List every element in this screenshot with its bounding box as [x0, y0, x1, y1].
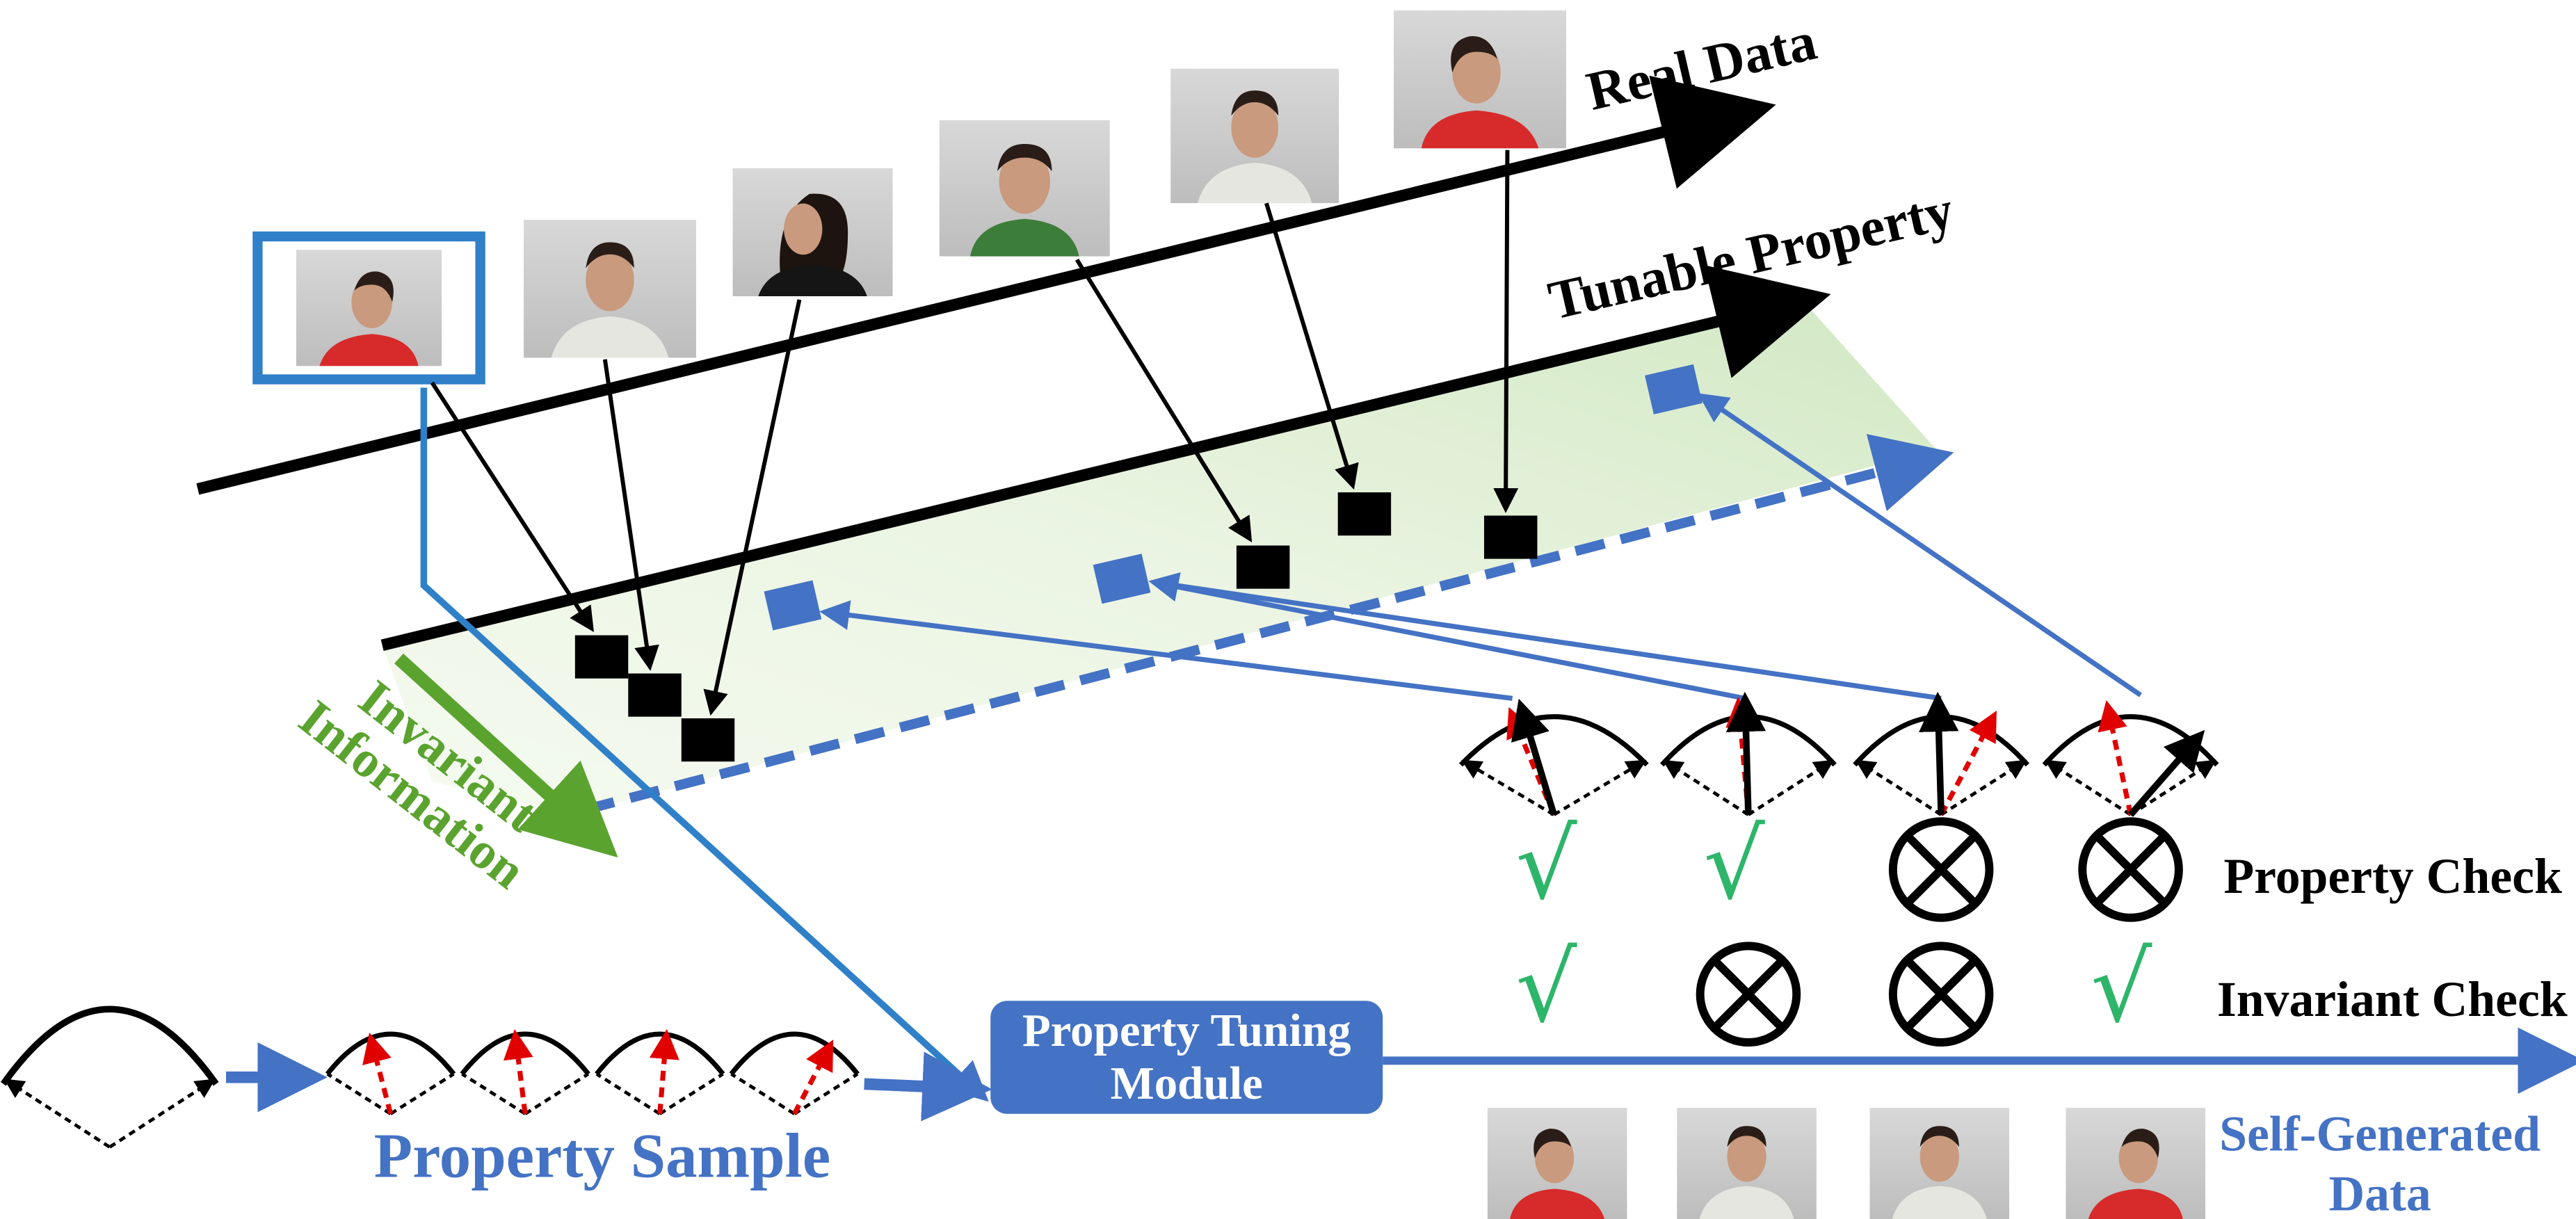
module-label-line1: Property Tuning — [1022, 1005, 1351, 1056]
sampled-gauge-icon — [729, 1031, 860, 1115]
crossed-circle-icon — [1888, 817, 1994, 922]
crossed-circle-icon — [1696, 942, 1801, 1047]
real-sample-marker — [1483, 515, 1538, 559]
check-mark-icon: √ — [1703, 808, 1765, 921]
gauge-icon — [2042, 700, 2219, 817]
face-photo-icon — [1170, 68, 1339, 204]
face-photo-icon — [2066, 1108, 2206, 1219]
real-data-label: Real Data — [1581, 11, 1822, 122]
sampled-gauge-icon — [460, 1028, 590, 1115]
real-sample-marker — [574, 635, 629, 679]
gauge-icon — [1853, 691, 2030, 816]
real-sample-marker — [1337, 492, 1392, 536]
self-generated-label-line1: Self-Generated — [2219, 1106, 2541, 1161]
selected-photo-frame — [252, 231, 485, 385]
real-sample-marker — [681, 718, 735, 762]
input-path-line — [420, 387, 989, 1102]
property-sample-label: Property Sample — [374, 1121, 831, 1191]
face-photo-icon — [1487, 1108, 1627, 1219]
face-photo-icon — [732, 168, 893, 297]
face-photo-icon — [1869, 1108, 2010, 1219]
gauge-group — [1458, 691, 2219, 817]
face-photo-icon — [524, 220, 696, 358]
gauge-icon — [1458, 698, 1649, 816]
tunable-property-axis — [380, 265, 1831, 652]
generated-sample-marker — [1645, 364, 1702, 414]
generated-sample-marker — [1093, 554, 1151, 604]
real-sample-marker — [628, 673, 682, 717]
real-sample-markers — [574, 492, 1538, 762]
gauge-icon — [1660, 691, 1837, 816]
invariant-check-row: √ √ Invariant Check — [1515, 931, 2568, 1047]
check-mark-icon: √ — [1515, 808, 1577, 921]
invariant-band — [382, 302, 1936, 815]
real-data-axis — [196, 75, 1776, 495]
invariant-check-label: Invariant Check — [2217, 971, 2568, 1027]
sampled-gauge-icon — [595, 1028, 725, 1115]
feedback-arrows — [819, 393, 2142, 701]
check-mark-icon: √ — [1515, 931, 1577, 1044]
sample-to-module-arrow — [864, 1051, 992, 1122]
self-generated-label-line2: Data — [2328, 1165, 2431, 1219]
module-label-line2: Module — [1111, 1058, 1263, 1109]
projection-arrows — [430, 150, 1519, 716]
sampled-gauge-icon — [325, 1031, 456, 1115]
face-photo-icon — [296, 250, 442, 366]
check-mark-icon: √ — [2091, 931, 2152, 1044]
property-sample-group: Property Sample — [0, 1006, 992, 1191]
property-check-label: Property Check — [2223, 848, 2562, 904]
face-photo-icon — [939, 120, 1110, 257]
range-gauge-icon — [0, 1006, 219, 1149]
property-tuning-module — [990, 1001, 1383, 1114]
face-photo-icon — [1677, 1108, 1817, 1219]
face-photo-icon — [1394, 10, 1566, 149]
crossed-circle-icon — [2078, 817, 2183, 922]
crossed-circle-icon — [1888, 942, 1994, 1047]
self-generated-faces — [1487, 1108, 2206, 1219]
generated-sample-marker — [764, 580, 822, 631]
invariant-arrow — [394, 653, 618, 858]
real-sample-marker — [1236, 545, 1290, 589]
property-check-row: √ √ Property Check — [1515, 808, 2562, 922]
generated-sample-markers — [764, 364, 1702, 631]
